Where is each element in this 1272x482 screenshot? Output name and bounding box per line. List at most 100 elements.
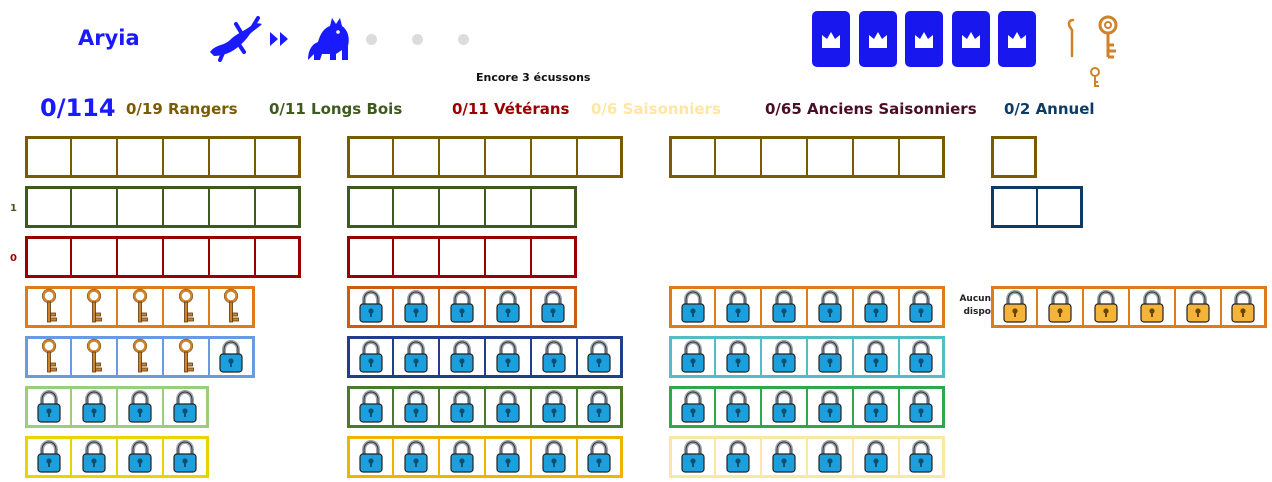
empty-badge-slot[interactable] — [71, 136, 117, 178]
locked-badge-slot[interactable] — [669, 386, 715, 428]
empty-badge-slot[interactable] — [117, 236, 163, 278]
locked-badge-slot[interactable] — [715, 286, 761, 328]
empty-badge-slot[interactable] — [393, 236, 439, 278]
empty-badge-slot[interactable] — [485, 186, 531, 228]
locked-badge-slot[interactable] — [899, 436, 945, 478]
empty-badge-slot[interactable] — [117, 186, 163, 228]
locked-badge-slot[interactable] — [531, 436, 577, 478]
empty-badge-slot[interactable] — [485, 236, 531, 278]
key-badge-slot[interactable] — [71, 336, 117, 378]
empty-badge-slot[interactable] — [209, 186, 255, 228]
key-badge-slot[interactable] — [163, 336, 209, 378]
locked-badge-slot[interactable] — [715, 336, 761, 378]
locked-badge-slot[interactable] — [715, 386, 761, 428]
locked-badge-slot[interactable] — [71, 436, 117, 478]
locked-badge-slot[interactable] — [531, 386, 577, 428]
empty-badge-slot[interactable] — [255, 186, 301, 228]
locked-badge-slot[interactable] — [853, 336, 899, 378]
locked-badge-slot[interactable] — [439, 386, 485, 428]
empty-badge-slot[interactable] — [163, 236, 209, 278]
locked-badge-slot[interactable] — [25, 386, 71, 428]
locked-badge-slot[interactable] — [393, 436, 439, 478]
locked-badge-slot[interactable] — [485, 286, 531, 328]
crown-card[interactable] — [951, 11, 990, 67]
key-badge-slot[interactable] — [117, 286, 163, 328]
empty-badge-slot[interactable] — [347, 186, 393, 228]
locked-badge-slot[interactable] — [393, 286, 439, 328]
key-badge-slot[interactable] — [71, 286, 117, 328]
empty-badge-slot[interactable] — [347, 236, 393, 278]
locked-badge-slot[interactable] — [761, 286, 807, 328]
empty-badge-slot[interactable] — [255, 136, 301, 178]
locked-badge-slot[interactable] — [899, 286, 945, 328]
key-badge-slot[interactable] — [117, 336, 163, 378]
locked-badge-slot[interactable] — [25, 436, 71, 478]
empty-badge-slot[interactable] — [25, 136, 71, 178]
locked-badge-slot[interactable] — [117, 386, 163, 428]
locked-badge-slot[interactable] — [1175, 286, 1221, 328]
locked-badge-slot[interactable] — [347, 386, 393, 428]
locked-badge-slot[interactable] — [393, 386, 439, 428]
empty-badge-slot[interactable] — [439, 136, 485, 178]
locked-badge-slot[interactable] — [1221, 286, 1267, 328]
empty-badge-slot[interactable] — [991, 136, 1037, 178]
locked-badge-slot[interactable] — [853, 386, 899, 428]
locked-badge-slot[interactable] — [117, 436, 163, 478]
locked-badge-slot[interactable] — [577, 336, 623, 378]
key-badge-slot[interactable] — [25, 286, 71, 328]
locked-badge-slot[interactable] — [209, 336, 255, 378]
locked-badge-slot[interactable] — [163, 386, 209, 428]
locked-badge-slot[interactable] — [347, 436, 393, 478]
empty-badge-slot[interactable] — [577, 136, 623, 178]
empty-badge-slot[interactable] — [531, 236, 577, 278]
locked-badge-slot[interactable] — [439, 436, 485, 478]
locked-badge-slot[interactable] — [485, 436, 531, 478]
crown-card[interactable] — [812, 11, 850, 67]
locked-badge-slot[interactable] — [163, 436, 209, 478]
locked-badge-slot[interactable] — [393, 336, 439, 378]
empty-badge-slot[interactable] — [1037, 186, 1083, 228]
crown-card[interactable] — [858, 11, 897, 67]
empty-badge-slot[interactable] — [439, 186, 485, 228]
locked-badge-slot[interactable] — [807, 436, 853, 478]
locked-badge-slot[interactable] — [71, 386, 117, 428]
locked-badge-slot[interactable] — [761, 436, 807, 478]
empty-badge-slot[interactable] — [25, 186, 71, 228]
empty-badge-slot[interactable] — [439, 236, 485, 278]
empty-badge-slot[interactable] — [209, 136, 255, 178]
empty-badge-slot[interactable] — [163, 136, 209, 178]
empty-badge-slot[interactable] — [853, 136, 899, 178]
locked-badge-slot[interactable] — [807, 286, 853, 328]
locked-badge-slot[interactable] — [669, 286, 715, 328]
empty-badge-slot[interactable] — [25, 236, 71, 278]
key-badge-slot[interactable] — [209, 286, 255, 328]
empty-badge-slot[interactable] — [163, 186, 209, 228]
locked-badge-slot[interactable] — [1129, 286, 1175, 328]
locked-badge-slot[interactable] — [347, 286, 393, 328]
empty-badge-slot[interactable] — [899, 136, 945, 178]
locked-badge-slot[interactable] — [347, 336, 393, 378]
empty-badge-slot[interactable] — [485, 136, 531, 178]
locked-badge-slot[interactable] — [899, 386, 945, 428]
empty-badge-slot[interactable] — [393, 136, 439, 178]
locked-badge-slot[interactable] — [1037, 286, 1083, 328]
locked-badge-slot[interactable] — [853, 436, 899, 478]
crown-card[interactable] — [998, 11, 1036, 67]
empty-badge-slot[interactable] — [669, 136, 715, 178]
empty-badge-slot[interactable] — [117, 136, 163, 178]
locked-badge-slot[interactable] — [577, 386, 623, 428]
locked-badge-slot[interactable] — [1083, 286, 1129, 328]
empty-badge-slot[interactable] — [761, 136, 807, 178]
locked-badge-slot[interactable] — [761, 386, 807, 428]
locked-badge-slot[interactable] — [577, 436, 623, 478]
locked-badge-slot[interactable] — [439, 336, 485, 378]
locked-badge-slot[interactable] — [531, 286, 577, 328]
empty-badge-slot[interactable] — [715, 136, 761, 178]
locked-badge-slot[interactable] — [669, 336, 715, 378]
empty-badge-slot[interactable] — [991, 186, 1037, 228]
locked-badge-slot[interactable] — [669, 436, 715, 478]
key-badge-slot[interactable] — [163, 286, 209, 328]
key-badge-slot[interactable] — [25, 336, 71, 378]
locked-badge-slot[interactable] — [485, 386, 531, 428]
empty-badge-slot[interactable] — [531, 136, 577, 178]
